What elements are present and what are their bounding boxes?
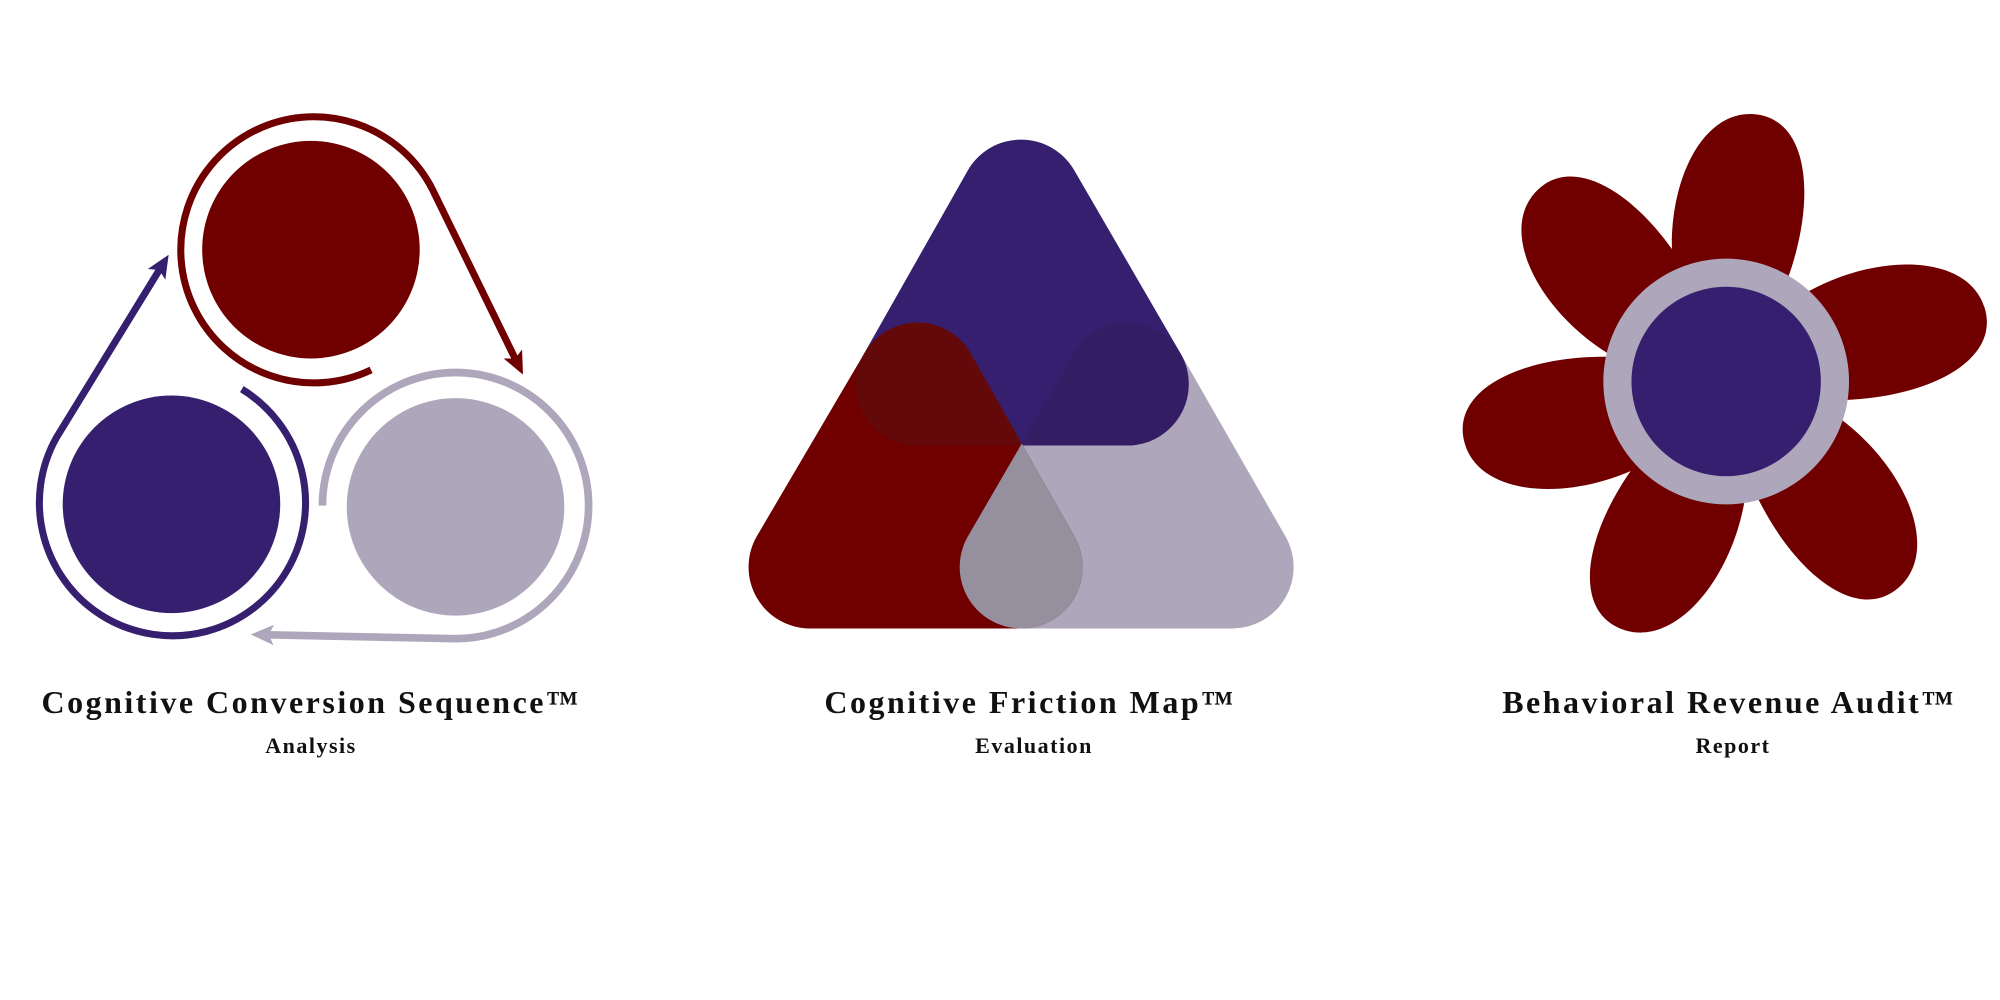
- indigo-arrow: [35, 254, 310, 640]
- flower-icon: [1462, 114, 1987, 633]
- flower-center: [1631, 286, 1821, 477]
- left-circle: [62, 395, 281, 614]
- panel-3-title: Behavioral Revenue Audit™: [1502, 684, 1956, 720]
- overlapping-triangles-icon: [748, 139, 1294, 629]
- panel-2-title: Cognitive Friction Map™: [824, 684, 1236, 720]
- panel-1-subtitle: Analysis: [265, 733, 357, 758]
- maroon-arrow: [177, 113, 523, 387]
- panel-3-subtitle: Report: [1695, 733, 1771, 758]
- three-circle-cycle-icon: [35, 113, 593, 646]
- lavender-arrow: [250, 368, 593, 646]
- panel-1-title: Cognitive Conversion Sequence™: [41, 684, 581, 720]
- top-circle: [202, 140, 420, 359]
- right-circle: [346, 398, 565, 616]
- maroon-lavender-overlap: [959, 322, 1083, 629]
- panel-2-subtitle: Evaluation: [975, 733, 1093, 758]
